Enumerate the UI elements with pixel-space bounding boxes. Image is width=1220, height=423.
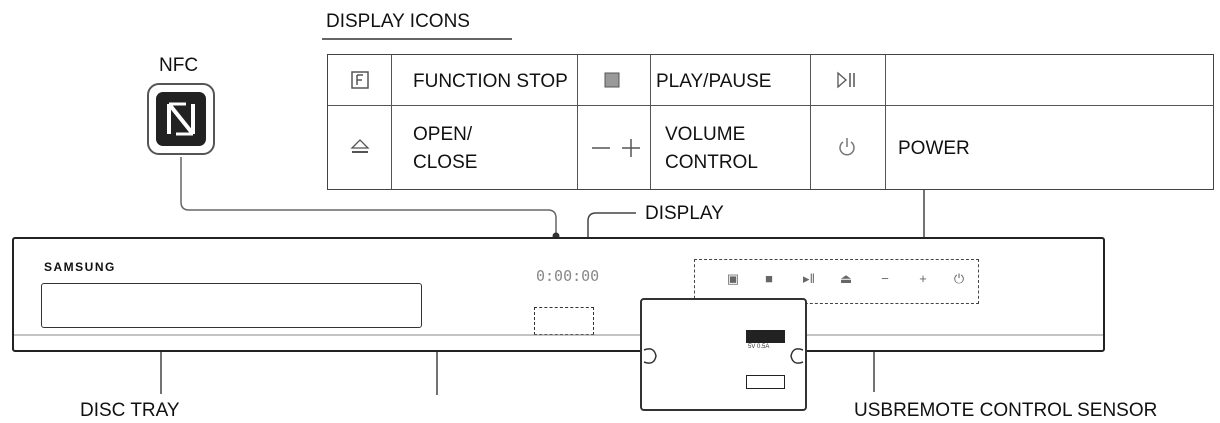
eject-button-icon: ⏏ <box>839 271 853 286</box>
nfc-leader-line <box>180 157 557 238</box>
usb-cover: 5V 0.5A <box>640 298 807 411</box>
volume-up-button-icon: + <box>919 271 927 286</box>
front-display: 0:00:00 <box>536 267 600 285</box>
volume-minus-plus-icon <box>590 138 642 163</box>
stop-icon <box>604 72 620 93</box>
usb-port <box>746 330 785 343</box>
function-button-icon: ▣ <box>726 271 740 286</box>
eject-icon <box>349 137 371 162</box>
display-icons-title: DISPLAY ICONS <box>326 11 470 32</box>
cover-slot <box>746 375 785 389</box>
play-pause-label: PLAY/PAUSE <box>656 71 772 92</box>
function-stop-label: FUNCTION STOP <box>413 71 568 92</box>
display-icons-table: FUNCTION STOP PLAY/PAUSE OPEN/ CLOSE VOL… <box>327 54 1214 190</box>
stop-button-icon: ■ <box>765 271 773 286</box>
table-col-divider <box>810 55 811 189</box>
table-col-divider <box>650 55 651 189</box>
volume-down-button-icon: − <box>881 271 889 286</box>
open-close-label-line1: OPEN/ <box>413 124 473 145</box>
table-row-divider <box>328 105 1213 106</box>
open-close-label-line2: CLOSE <box>413 152 478 173</box>
table-col-divider <box>885 55 886 189</box>
control-button-panel: ▣ ■ ▸‖ ⏏ − + ⏻ <box>694 259 979 304</box>
play-pause-icon <box>836 70 858 95</box>
power-label: POWER <box>898 138 970 159</box>
usb-port-rating: 5V 0.5A <box>748 344 770 350</box>
table-col-divider <box>391 55 392 189</box>
volume-control-label-line1: VOLUME <box>665 124 746 145</box>
volume-control-label-line2: CONTROL <box>665 152 758 173</box>
usb-remote-label: USBREMOTE CONTROL SENSOR <box>854 400 1158 421</box>
display-leader-line <box>587 212 636 262</box>
power-button-icon: ⏻ <box>953 271 965 286</box>
player-front-panel: SAMSUNG 0:00:00 ▣ ■ ▸‖ ⏏ − + ⏻ <box>12 237 1105 352</box>
disc-tray <box>41 283 422 328</box>
cover-hinge-detail <box>643 348 804 364</box>
power-icon <box>837 136 857 163</box>
nfc-icon <box>156 92 206 146</box>
table-col-divider <box>577 55 578 189</box>
brand-logo: SAMSUNG <box>44 260 116 274</box>
nfc-label: NFC <box>159 55 199 76</box>
function-icon <box>350 70 370 95</box>
disc-tray-label: DISC TRAY <box>80 400 180 421</box>
play-pause-button-icon: ▸‖ <box>803 271 815 286</box>
nfc-badge <box>147 83 215 155</box>
panel-detail-lines <box>14 334 1103 336</box>
display-label: DISPLAY <box>645 203 724 224</box>
